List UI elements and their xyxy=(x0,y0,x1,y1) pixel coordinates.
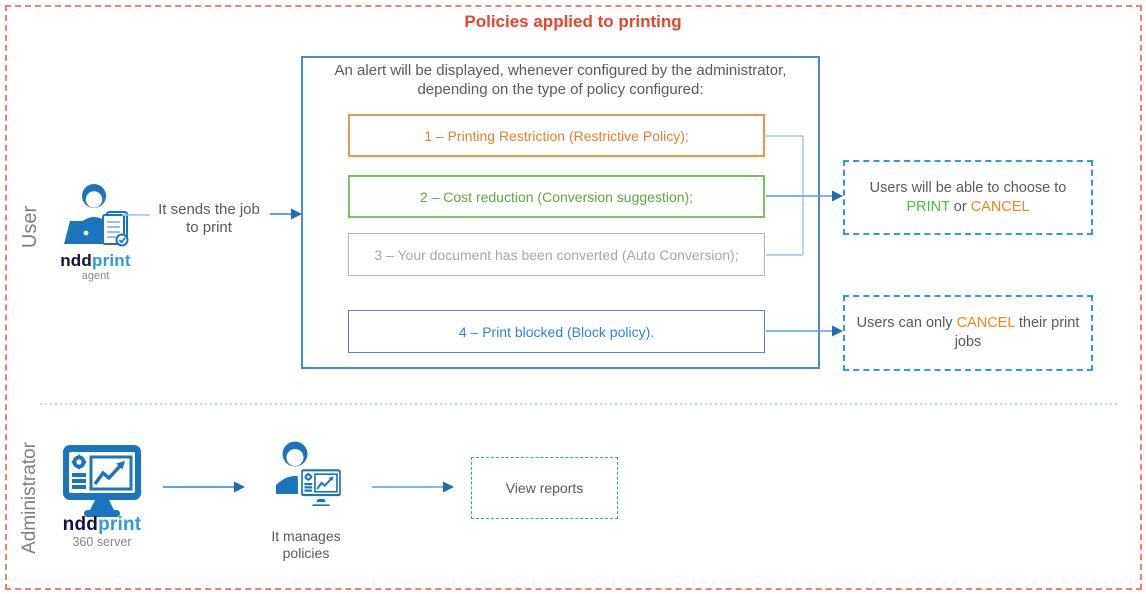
arrowhead-reports xyxy=(443,481,454,493)
arrowhead-admin xyxy=(234,481,245,493)
alert-intro-line2: depending on the type of policy configur… xyxy=(417,81,704,98)
outcome-box-cancel-only: Users can only CANCEL their print jobs xyxy=(843,295,1093,371)
manages-policies-caption: It manages policies xyxy=(258,528,354,562)
monitor-with-gear-and-chart-icon xyxy=(63,445,141,517)
outcome-choose-line1: Users will be able to choose to xyxy=(869,179,1067,196)
arrowhead-outcome-a xyxy=(832,190,843,202)
alert-container-box xyxy=(301,56,820,369)
policy-box-cost-reduction: 2 – Cost reduction (Conversion suggestio… xyxy=(348,175,765,218)
cancel-only-pre: Users can only xyxy=(856,315,957,331)
manages-caption-line1: It manages xyxy=(271,528,341,544)
policy-box-auto-conversion: 3 – Your document has been converted (Au… xyxy=(348,233,765,276)
outcome-cancel-text: Users can only CANCEL their print jobs xyxy=(855,314,1081,352)
brand-ndd: ndd xyxy=(62,514,99,535)
policy-box-printing-restriction: 1 – Printing Restriction (Restrictive Po… xyxy=(348,114,765,157)
policy-label-4: 4 – Print blocked (Block policy). xyxy=(458,323,655,340)
lane-label-administrator: Administrator xyxy=(19,442,40,554)
cancel-only-post: their print jobs xyxy=(954,315,1080,350)
view-reports-box: View reports xyxy=(471,457,618,519)
person-with-monitor-icon xyxy=(276,441,344,509)
cancel-only-word: CANCEL xyxy=(956,315,1015,331)
manages-caption-line2: policies xyxy=(282,545,330,561)
alert-intro-text: An alert will be displayed, whenever con… xyxy=(301,61,820,99)
outcome-box-print-or-cancel: Users will be able to choose to PRINT or… xyxy=(843,160,1093,235)
print-word: PRINT xyxy=(906,198,950,215)
policy-label-1: 1 – Printing Restriction (Restrictive Po… xyxy=(424,127,689,144)
page-title: Policies applied to printing xyxy=(464,12,682,31)
outcome-choose-text: Users will be able to choose to PRINT or… xyxy=(870,179,1067,217)
send-job-caption-line2: to print xyxy=(186,219,232,236)
brand-print: print xyxy=(98,514,142,535)
user-at-laptop-with-documents-icon xyxy=(64,184,129,247)
brand-ndd: ndd xyxy=(60,251,92,270)
policy-box-print-blocked: 4 – Print blocked (Block policy). xyxy=(348,310,765,353)
server-sublabel: 360 server xyxy=(72,535,132,549)
nddprint-agent-logo: nddprint xyxy=(38,251,153,271)
policy-label-3: 3 – Your document has been converted (Au… xyxy=(374,246,739,263)
agent-sublabel: agent xyxy=(81,270,110,282)
view-reports-label: View reports xyxy=(505,480,584,496)
or-word: or xyxy=(949,198,971,215)
send-job-caption: It sends the job to print xyxy=(148,201,270,237)
send-job-caption-line1: It sends the job xyxy=(158,201,260,218)
lane-label-user: User xyxy=(19,205,41,249)
arrowhead-outcome-b xyxy=(832,325,843,337)
brand-print: print xyxy=(91,251,131,270)
alert-intro-line1: An alert will be displayed, whenever con… xyxy=(334,62,787,79)
policy-label-2: 2 – Cost reduction (Conversion suggestio… xyxy=(419,188,694,205)
nddprint-server-logo: nddprint xyxy=(42,514,162,536)
cancel-word: CANCEL xyxy=(970,198,1030,215)
